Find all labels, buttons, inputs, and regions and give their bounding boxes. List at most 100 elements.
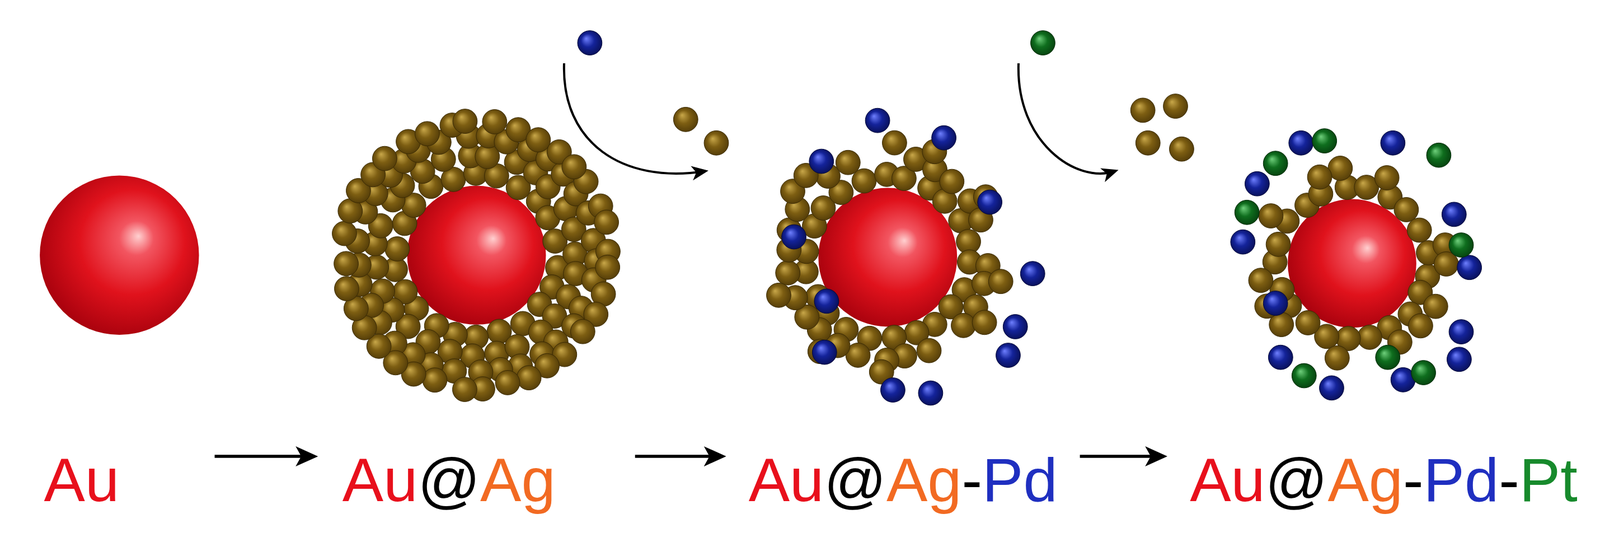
particle — [766, 108, 1046, 406]
atom — [1135, 130, 1161, 156]
atom — [577, 30, 603, 56]
atom — [1446, 346, 1472, 372]
atom — [1448, 319, 1474, 345]
atom — [1030, 30, 1056, 56]
element-symbol: - — [1498, 444, 1520, 514]
element-symbol: Au — [44, 444, 120, 514]
element-symbol: Pt — [1519, 444, 1578, 514]
element-symbol: Au — [748, 444, 825, 514]
particle-label: Au@Ag-Pd — [748, 444, 1058, 516]
atom — [1234, 199, 1260, 225]
element-symbol: Au — [342, 444, 419, 514]
element-symbol: Au — [1189, 444, 1266, 514]
atom — [334, 276, 360, 302]
atom — [988, 269, 1013, 294]
element-symbol: @ — [1265, 444, 1329, 514]
atom — [835, 149, 861, 175]
particle — [1230, 128, 1482, 401]
atom — [595, 254, 621, 280]
atom — [332, 221, 358, 246]
atom — [1163, 94, 1189, 119]
atom — [1448, 232, 1474, 258]
atom — [1312, 128, 1337, 154]
atom — [766, 282, 792, 308]
atom — [1295, 310, 1321, 336]
atom — [1423, 293, 1448, 319]
atom — [977, 189, 1003, 215]
particle-label: Au@Ag-Pd-Pt — [1189, 444, 1578, 516]
atom — [882, 130, 908, 156]
atom — [334, 251, 359, 276]
gold-core — [1287, 199, 1417, 328]
atom — [812, 339, 837, 365]
atom — [1380, 130, 1406, 156]
atom — [495, 370, 520, 396]
atom — [972, 310, 997, 335]
atom — [1248, 268, 1274, 293]
reaction-arrow — [1080, 454, 1162, 458]
atom — [1258, 203, 1284, 229]
atom — [422, 367, 448, 393]
atom — [939, 169, 965, 194]
atom — [931, 125, 957, 150]
atom — [516, 365, 542, 391]
gold-core — [39, 175, 199, 335]
atom — [1288, 130, 1314, 156]
atom — [951, 312, 977, 338]
atom — [1426, 142, 1452, 168]
atom — [1263, 151, 1288, 176]
atom — [1130, 97, 1156, 123]
particle-node: Au@Ag — [333, 112, 620, 519]
atom — [482, 109, 508, 135]
atom — [1441, 202, 1467, 227]
atom — [996, 343, 1021, 368]
atom — [1020, 261, 1045, 286]
element-symbol: - — [1403, 444, 1424, 514]
atom — [1324, 345, 1350, 370]
gold-core — [818, 187, 957, 327]
element-symbol: Ag — [480, 444, 556, 514]
atom — [1408, 313, 1434, 339]
atom — [1406, 217, 1432, 243]
element-symbol: Pd — [1423, 444, 1500, 514]
atom — [372, 146, 398, 171]
atom — [1375, 344, 1401, 370]
atom — [781, 224, 807, 250]
particle-label: Au — [44, 444, 120, 516]
particle-label: Au@Ag — [342, 444, 556, 516]
particle-node: Au@Ag-Pd-Pt — [1183, 128, 1585, 519]
atom — [673, 106, 698, 132]
atom — [918, 380, 943, 406]
atom — [452, 109, 478, 134]
atom — [1265, 231, 1291, 257]
atom — [1307, 164, 1332, 190]
element-symbol: Pd — [982, 444, 1058, 514]
atom — [1002, 314, 1028, 340]
curved-arrow — [1018, 63, 1115, 174]
atom — [1357, 324, 1383, 350]
element-symbol: Ag — [1327, 444, 1404, 514]
atom — [594, 209, 619, 235]
atom — [1394, 197, 1419, 223]
particle-node: Au@Ag-Pd — [742, 108, 1065, 519]
atom — [561, 154, 587, 180]
atom — [1291, 363, 1317, 388]
particle — [39, 175, 199, 335]
reaction-arrow — [214, 454, 312, 458]
reaction-arrow — [635, 454, 720, 458]
atom — [916, 338, 942, 363]
atom — [704, 130, 729, 156]
atom — [385, 236, 410, 262]
atom — [880, 377, 906, 403]
element-symbol: @ — [823, 444, 887, 514]
atom — [1268, 344, 1293, 370]
atom — [1230, 229, 1256, 255]
curved-arrow — [564, 63, 705, 174]
atom — [1244, 171, 1270, 196]
particle — [332, 109, 621, 402]
element-symbol: Ag — [886, 444, 963, 514]
atom — [415, 121, 440, 147]
atom — [775, 260, 801, 285]
atom — [865, 108, 890, 133]
atom — [1457, 255, 1482, 280]
